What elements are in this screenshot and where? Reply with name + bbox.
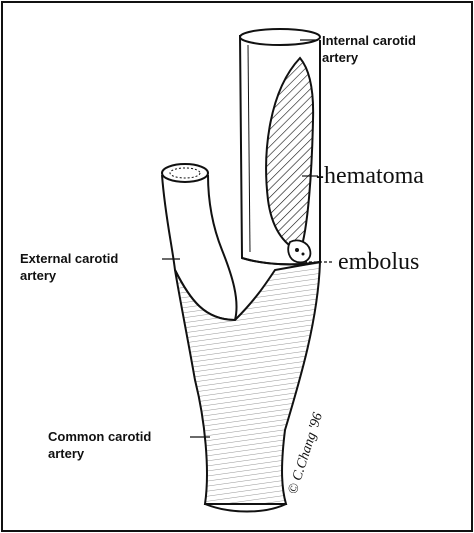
label-common-carotid-line1: Common carotid	[48, 429, 151, 444]
common-carotid-vessel	[174, 257, 322, 513]
internal-carotid-lumen	[239, 28, 321, 46]
label-embolus: embolus	[338, 249, 419, 275]
label-common-carotid-line2: artery	[48, 446, 85, 461]
external-carotid-vessel	[161, 163, 238, 322]
external-carotid-lumen	[161, 163, 209, 183]
artist-signature: © C.Chang '96	[286, 411, 326, 496]
embolus-mass	[287, 239, 312, 264]
label-hematoma: -hematoma	[316, 163, 424, 189]
label-internal-carotid-line1: Internal carotid	[322, 33, 416, 48]
label-external-carotid-line2: artery	[20, 268, 57, 283]
label-external-carotid-line1: External carotid	[20, 251, 118, 266]
label-internal-carotid-line2: artery	[322, 50, 359, 65]
